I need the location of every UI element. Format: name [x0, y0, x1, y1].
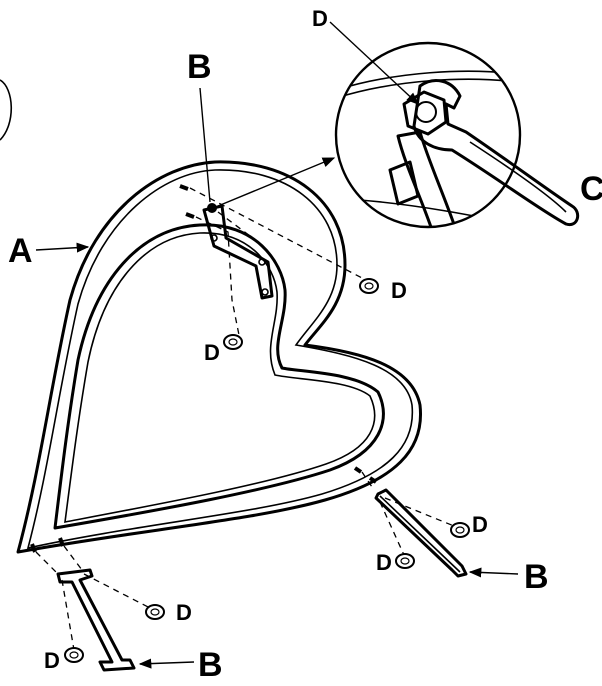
nut-top-right	[360, 279, 378, 293]
top-screws	[180, 186, 194, 217]
top-bracket	[204, 203, 272, 298]
dash-line-2	[196, 217, 240, 340]
nut-right-lower	[396, 554, 414, 568]
dash-bottom-2	[62, 580, 74, 650]
arrow-to-detail	[218, 158, 334, 206]
label-nut-4: D	[376, 550, 392, 575]
label-nut-3: D	[472, 512, 488, 537]
label-bracket-right: B	[524, 558, 549, 596]
arrow-panel	[36, 247, 88, 250]
dash-bottom-1	[84, 574, 150, 608]
label-panel: A	[8, 232, 33, 270]
nut-bottom-upper	[146, 605, 164, 619]
label-nut-2: D	[204, 340, 220, 365]
arrow-bracket-bottom	[140, 662, 194, 664]
bottom-screw-2	[60, 538, 63, 546]
detail-circle	[330, 43, 530, 230]
right-screw-1	[355, 468, 361, 472]
arrow-bracket-right	[470, 572, 518, 574]
label-nut-1: D	[391, 278, 407, 303]
bottom-screw-1	[32, 544, 35, 552]
nut-bottom-lower	[65, 648, 83, 662]
label-nut-5: D	[176, 600, 192, 625]
label-wrench: C	[580, 170, 602, 208]
label-nut-6: D	[44, 648, 60, 673]
nut-right-upper	[451, 523, 469, 537]
dash-bottom-4	[64, 546, 82, 570]
label-bracket-top: B	[187, 48, 212, 86]
partial-detail-circle	[0, 80, 11, 140]
dash-right-2	[380, 502, 404, 555]
label-bracket-bottom: B	[198, 646, 223, 684]
nut-top-center	[224, 335, 242, 349]
leader-bracket-top	[200, 88, 210, 202]
dash-bottom-3	[36, 552, 58, 574]
label-detail-nut: D	[312, 6, 328, 31]
